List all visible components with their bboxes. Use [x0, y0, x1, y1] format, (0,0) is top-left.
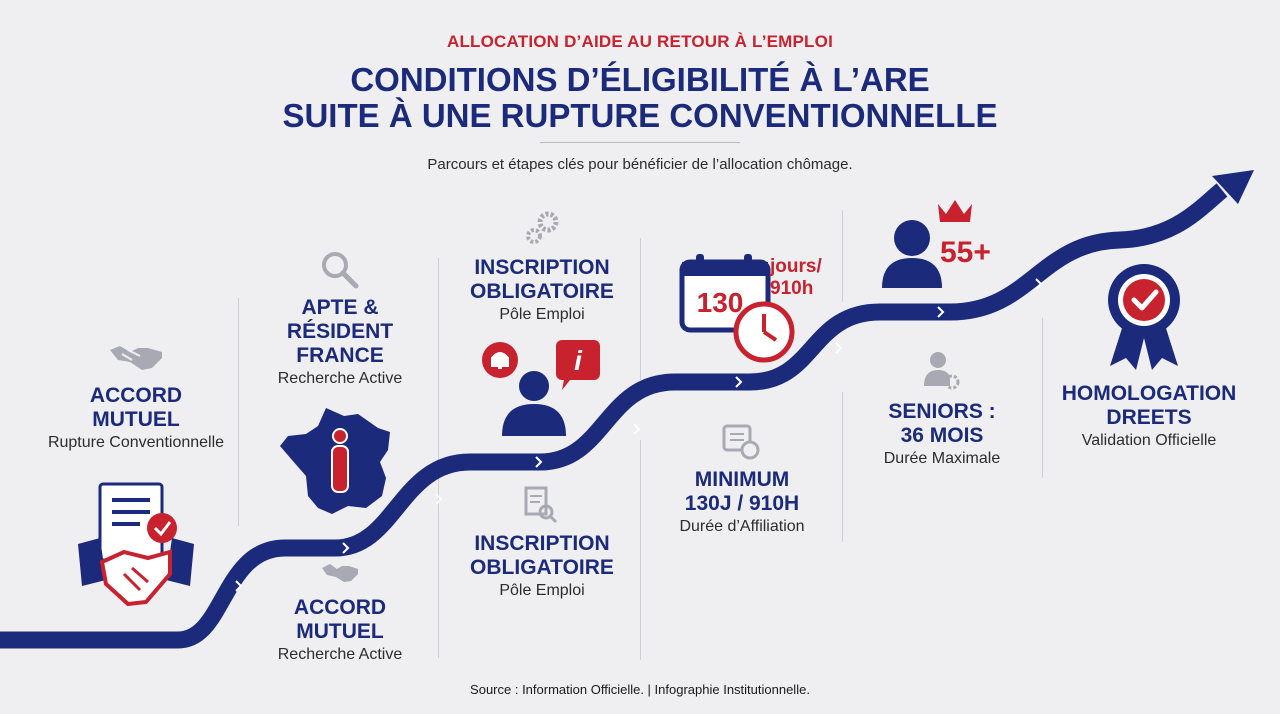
- step-title: MINIMUM 130J / 910H: [684, 468, 800, 515]
- award-badge-icon: [1108, 264, 1180, 370]
- svg-text:i: i: [574, 345, 583, 376]
- path-chevron: [633, 423, 641, 435]
- handshake-icon: [110, 346, 162, 370]
- step-subtitle: Durée Maximale: [883, 450, 1001, 467]
- user-gear-icon: [924, 352, 960, 390]
- step-subtitle: Pôle Emploi: [499, 582, 585, 599]
- document-search-icon: [524, 486, 558, 524]
- handshake-icon: [322, 564, 358, 582]
- step-minimum: MINIMUM 130J / 910H Durée d’Affiliation: [642, 468, 842, 536]
- user-notification-icon: i: [482, 340, 600, 436]
- step-title: INSCRIPTION OBLIGATOIRE: [470, 532, 614, 579]
- step-inscription-bottom: INSCRIPTION OBLIGATOIRE Pôle Emploi: [442, 532, 642, 600]
- seniors-badge: 55+: [940, 236, 991, 269]
- subtitle: Parcours et étapes clés pour bénéficier …: [427, 156, 853, 173]
- column-divider: [1042, 318, 1043, 478]
- step-subtitle: Durée d’Affiliation: [679, 518, 805, 535]
- step-accord-bottom: ACCORD MUTUEL Recherche Active: [240, 596, 440, 664]
- path-chevron: [937, 306, 945, 318]
- path-chevron: [235, 580, 243, 592]
- calendar-text: jours/ 910h: [770, 256, 822, 300]
- step-title: ACCORD MUTUEL: [293, 596, 387, 643]
- step-title: APTE & RÉSIDENT FRANCE: [286, 296, 394, 367]
- contract-handshake-icon: [78, 482, 194, 607]
- path-chevron: [1035, 278, 1043, 290]
- calendar-text-line2: 910h: [770, 278, 814, 299]
- calendar-number: 130: [697, 287, 744, 318]
- calendar-clock-icon: 130: [679, 254, 795, 363]
- france-map-icon: [280, 408, 400, 516]
- path-line: [0, 183, 1228, 649]
- step-subtitle: Rupture Conventionnelle: [47, 434, 225, 451]
- step-subtitle: Pôle Emploi: [499, 306, 585, 323]
- step-title: HOMOLOGATION DREETS: [1061, 382, 1237, 429]
- step-accord-top: ACCORD MUTUEL Rupture Conventionnelle: [16, 384, 256, 452]
- main-title-line2: SUITE À UNE RUPTURE CONVENTIONNELLE: [282, 97, 998, 134]
- step-seniors: SENIORS : 36 MOIS Durée Maximale: [842, 400, 1042, 468]
- step-title: SENIORS : 36 MOIS: [888, 400, 996, 447]
- step-subtitle: Recherche Active: [277, 370, 403, 387]
- senior-person-icon: [882, 220, 942, 288]
- main-title: CONDITIONS D’ÉLIGIBILITÉ À L’ARE SUITE À…: [0, 62, 1280, 134]
- column-divider: [238, 298, 239, 526]
- path-chevron: [535, 456, 543, 468]
- main-title-line1: CONDITIONS D’ÉLIGIBILITÉ À L’ARE: [350, 61, 930, 98]
- calendar-small-icon: [722, 424, 760, 460]
- path-arrowhead: [1212, 170, 1254, 204]
- column-divider: [842, 210, 843, 302]
- title-divider: [540, 142, 740, 143]
- path-chevron: [735, 376, 743, 388]
- step-subtitle: Validation Officielle: [1081, 432, 1217, 449]
- kicker-title: ALLOCATION D’AIDE AU RETOUR À L’EMPLOI: [446, 32, 833, 51]
- path-chevron: [435, 493, 443, 505]
- column-divider: [438, 258, 439, 658]
- step-title: INSCRIPTION OBLIGATOIRE: [470, 256, 614, 303]
- gears-icon: [526, 211, 559, 244]
- path-chevron: [342, 542, 350, 554]
- crown-icon: [938, 200, 972, 222]
- step-homologation: HOMOLOGATION DREETS Validation Officiell…: [1044, 382, 1254, 450]
- column-divider: [640, 440, 641, 660]
- step-apte: APTE & RÉSIDENT FRANCE Recherche Active: [240, 296, 440, 388]
- calendar-text-line1: jours/: [770, 256, 822, 277]
- step-title: ACCORD MUTUEL: [89, 384, 183, 431]
- path-chevron: [835, 342, 843, 354]
- column-divider: [640, 238, 641, 380]
- magnifier-icon: [322, 252, 359, 289]
- source-note: Source : Information Officielle. | Infog…: [470, 682, 810, 697]
- step-inscription-top: INSCRIPTION OBLIGATOIRE Pôle Emploi: [442, 256, 642, 324]
- column-divider: [842, 392, 843, 542]
- step-subtitle: Recherche Active: [277, 646, 403, 663]
